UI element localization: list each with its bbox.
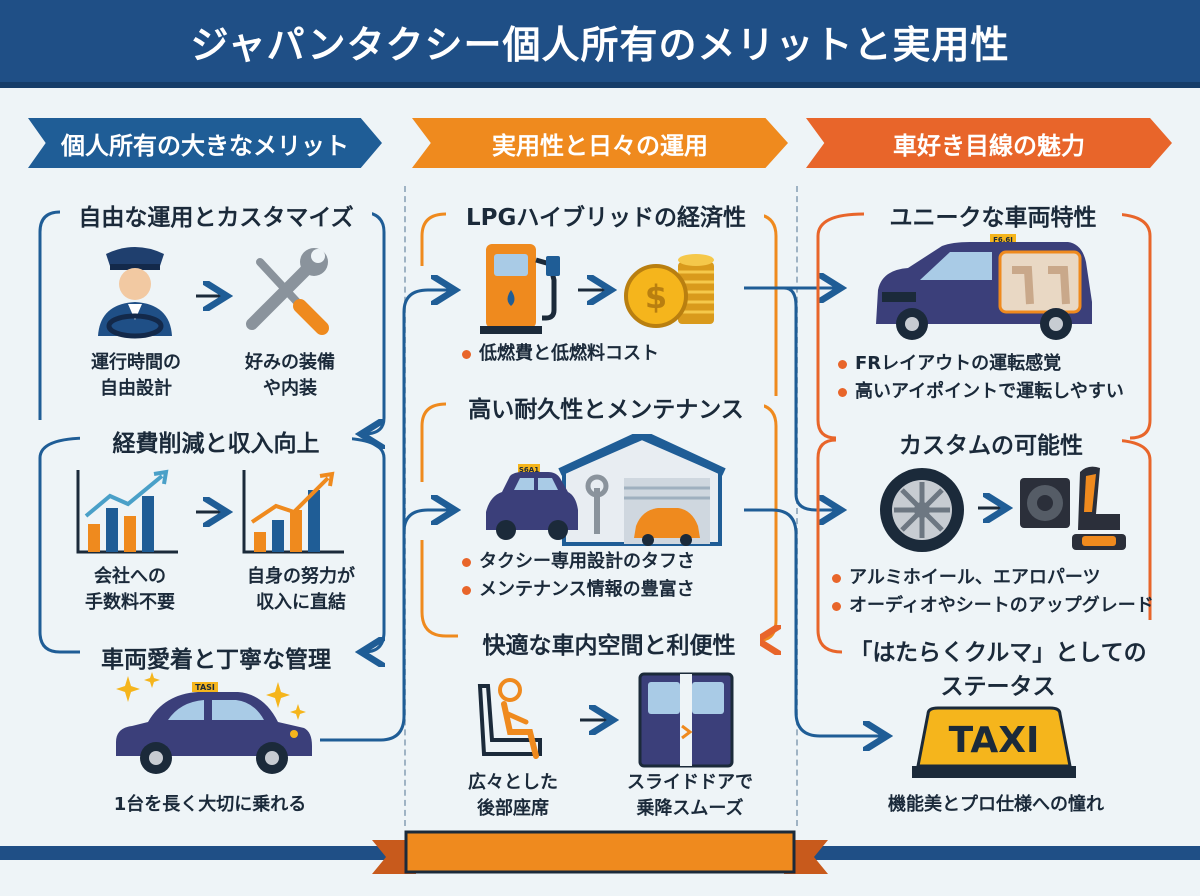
section-title-attachment: 車両愛着と丁寧な管理 (80, 640, 352, 674)
bullet-text: アルミホイール、エアロパーツ (849, 567, 1101, 588)
sliding-door-icon (638, 672, 734, 768)
garage-taxi-roof-text: S6A1 (519, 466, 539, 474)
taxi-sign-text: TAXI (949, 720, 1040, 761)
bullet-text: オーディオやシートのアップグレード (849, 595, 1154, 616)
col3-right-line-top (1109, 212, 1152, 440)
bullet-text: メンテナンス情報の豊富さ (479, 579, 695, 600)
coins-icon: $ (624, 254, 714, 328)
bullet-text: FRレイアウトの運転感覚 (855, 353, 1062, 374)
section-title-comfort: 快適な車内空間と利便性 (458, 626, 760, 660)
caption-no-commission: 会社への 手数料不要 (85, 566, 175, 613)
bar-chart-icon-2 (242, 470, 344, 554)
col2-right-line-bottom (752, 402, 776, 640)
section-title-lpg: LPGハイブリッドの経済性 (448, 198, 764, 232)
bullet-audio: オーディオやシートのアップグレード (832, 592, 1154, 620)
bullet-eye-point: 高いアイポイントで運転しやすい (838, 378, 1124, 406)
col2-left-line-top (420, 212, 447, 266)
wrench-screwdriver-icon (246, 248, 329, 335)
speaker-seat-icon (1020, 466, 1126, 550)
title-bar (0, 0, 1200, 88)
bullet-text: タクシー専用設計のタフさ (479, 551, 695, 572)
bullet-fuel-cost: 低燃費と低燃料コスト (462, 340, 659, 368)
bullet-dot (462, 557, 471, 567)
garage-taxi-icon: S6A1 (486, 434, 726, 546)
taxi-car-icon: TASI (116, 682, 312, 774)
bullet-tough: タクシー専用設計のタフさ (462, 548, 695, 576)
passenger-seat-icon (477, 678, 542, 759)
col3-left-line-bottom (816, 438, 843, 654)
arrow-col1-to-lpg (320, 290, 452, 742)
col1-left-line-top (38, 210, 61, 420)
footer-ribbon (372, 830, 828, 874)
caption-sliding-door: スライドドアで 乗降スムーズ (627, 772, 753, 819)
unique-taxi-cutaway-icon: F6.6I (876, 234, 1092, 340)
column-heading-practicality: 実用性と日々の運用 (412, 118, 788, 168)
fuel-pump-icon (480, 244, 560, 334)
caption-long-use: 1台を長く大切に乗れる (113, 794, 307, 815)
caption-pro-spec: 機能美とプロ仕様への憧れ (888, 794, 1104, 815)
cutaway-roof-text: F6.6I (993, 236, 1013, 244)
caption-equipment: 好みの装備 や内装 (245, 352, 335, 399)
caption-income-effort: 自身の努力が 収入に直結 (247, 566, 355, 613)
bullet-text: 低燃費と低燃料コスト (479, 343, 659, 364)
sparkle-icons (116, 672, 306, 720)
section-title-unique: ユニークな車両特性 (864, 198, 1122, 232)
page-title: ジャパンタクシー個人所有のメリットと実用性 (190, 23, 1010, 67)
column-heading-car-enthusiast: 車好き目線の魅力 (806, 118, 1172, 168)
caption-rear-seat: 広々とした 後部座席 (468, 772, 558, 819)
bullet-dot (462, 585, 471, 595)
arrow-col1-to-durability (402, 510, 452, 533)
taxi-sign-icon: TAXI (912, 706, 1076, 778)
arrow-durability-to-status (744, 508, 884, 736)
bullet-dot (838, 387, 847, 397)
bullet-text: 高いアイポイントで運転しやすい (855, 381, 1124, 402)
driver-icon (98, 247, 172, 339)
section-title-free-operation: 自由な運用とカスタマイズ (60, 198, 372, 232)
caption-operating-hours: 運行時間の 自由設計 (91, 352, 181, 399)
bullet-dot (838, 359, 847, 369)
bullet-dot (462, 349, 471, 359)
bullet-dot (832, 573, 841, 583)
column-heading-merits: 個人所有の大きなメリット (28, 118, 382, 168)
col3-left-line-top (816, 212, 865, 440)
section-title-durability: 高い耐久性とメンテナンス (448, 390, 764, 424)
taxi-roof-text: TASI (195, 683, 215, 692)
bullet-fr-layout: FRレイアウトの運転感覚 (838, 350, 1061, 378)
col1-left-line-bottom (38, 436, 91, 654)
col1-right-line-top (360, 210, 386, 434)
coin-symbol: $ (645, 278, 667, 316)
bullet-maintenance: メンテナンス情報の豊富さ (462, 576, 695, 604)
bar-chart-icon-1 (76, 469, 178, 554)
col2-left-line-mid (420, 402, 447, 482)
section-title-cost-reduction: 経費削減と収入向上 (80, 424, 352, 458)
bullet-dot (832, 601, 841, 611)
section-title-custom: カスタムの可能性 (860, 426, 1122, 460)
alloy-wheel-icon (880, 468, 964, 552)
bullet-aero: アルミホイール、エアロパーツ (832, 564, 1100, 592)
arrow-lpg-to-custom (783, 286, 838, 510)
col1-right-line-bottom (333, 436, 386, 652)
col2-left-line-bottom (420, 540, 462, 638)
column-divider-2 (796, 186, 798, 826)
section-title-status: 「はたらくクルマ」としての ステータス (842, 636, 1154, 704)
col2-right-line-top (751, 212, 778, 396)
